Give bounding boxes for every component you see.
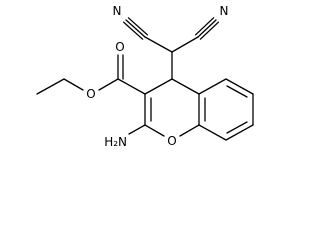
- nitrile-bond-left-2: [127, 17, 149, 36]
- bond-c5-c6-double: [226, 85, 248, 98]
- bond-c2-o1: [144, 124, 165, 137]
- bond-c5-c6: [225, 78, 254, 95]
- bond-c7-c8-double: [226, 121, 248, 134]
- bond-c4-c4a: [171, 78, 200, 95]
- nitrile-bond-left-3: [122, 21, 144, 40]
- ring-oxygen-label: O: [167, 134, 176, 148]
- nitrile-bond-left-1: [125, 19, 146, 38]
- bond-c4-c3: [144, 78, 173, 95]
- bond-ch-cn-right: [171, 36, 199, 53]
- nitrile-bond-right-1: [197, 19, 217, 38]
- dicyanomethyl-group: [122, 17, 220, 80]
- nitrogen-label-right: N: [220, 4, 229, 18]
- bond-ch-cn-left: [144, 36, 173, 53]
- ester-oxygen-label: O: [86, 87, 95, 101]
- bond-c8-c8a: [198, 124, 227, 141]
- amine-label: H₂N: [104, 135, 127, 149]
- nitrile-bond-right-2: [194, 17, 215, 36]
- bond-carbonyl-oester: [98, 78, 119, 91]
- bond-c2-nh2: [128, 124, 146, 135]
- structure-canvas: N N O O O H₂N: [36, 4, 254, 149]
- bond-c7-c8: [225, 124, 254, 141]
- pyran-ring: [144, 78, 200, 137]
- benzene-ring: [198, 78, 254, 141]
- bond-o1-c8a: [179, 124, 200, 137]
- bond-ch2-ch3: [36, 78, 65, 95]
- bond-c3-carbonyl: [117, 78, 146, 95]
- carbonyl-oxygen-label: O: [115, 40, 124, 54]
- nitrile-bond-right-3: [199, 21, 220, 40]
- chemical-structure: N N O O O H₂N: [36, 4, 254, 149]
- nitrogen-label-left: N: [113, 4, 122, 18]
- ethyl-ester-group: [36, 54, 146, 95]
- bond-c4a-c5: [198, 78, 227, 95]
- bond-oester-ch2: [63, 78, 84, 91]
